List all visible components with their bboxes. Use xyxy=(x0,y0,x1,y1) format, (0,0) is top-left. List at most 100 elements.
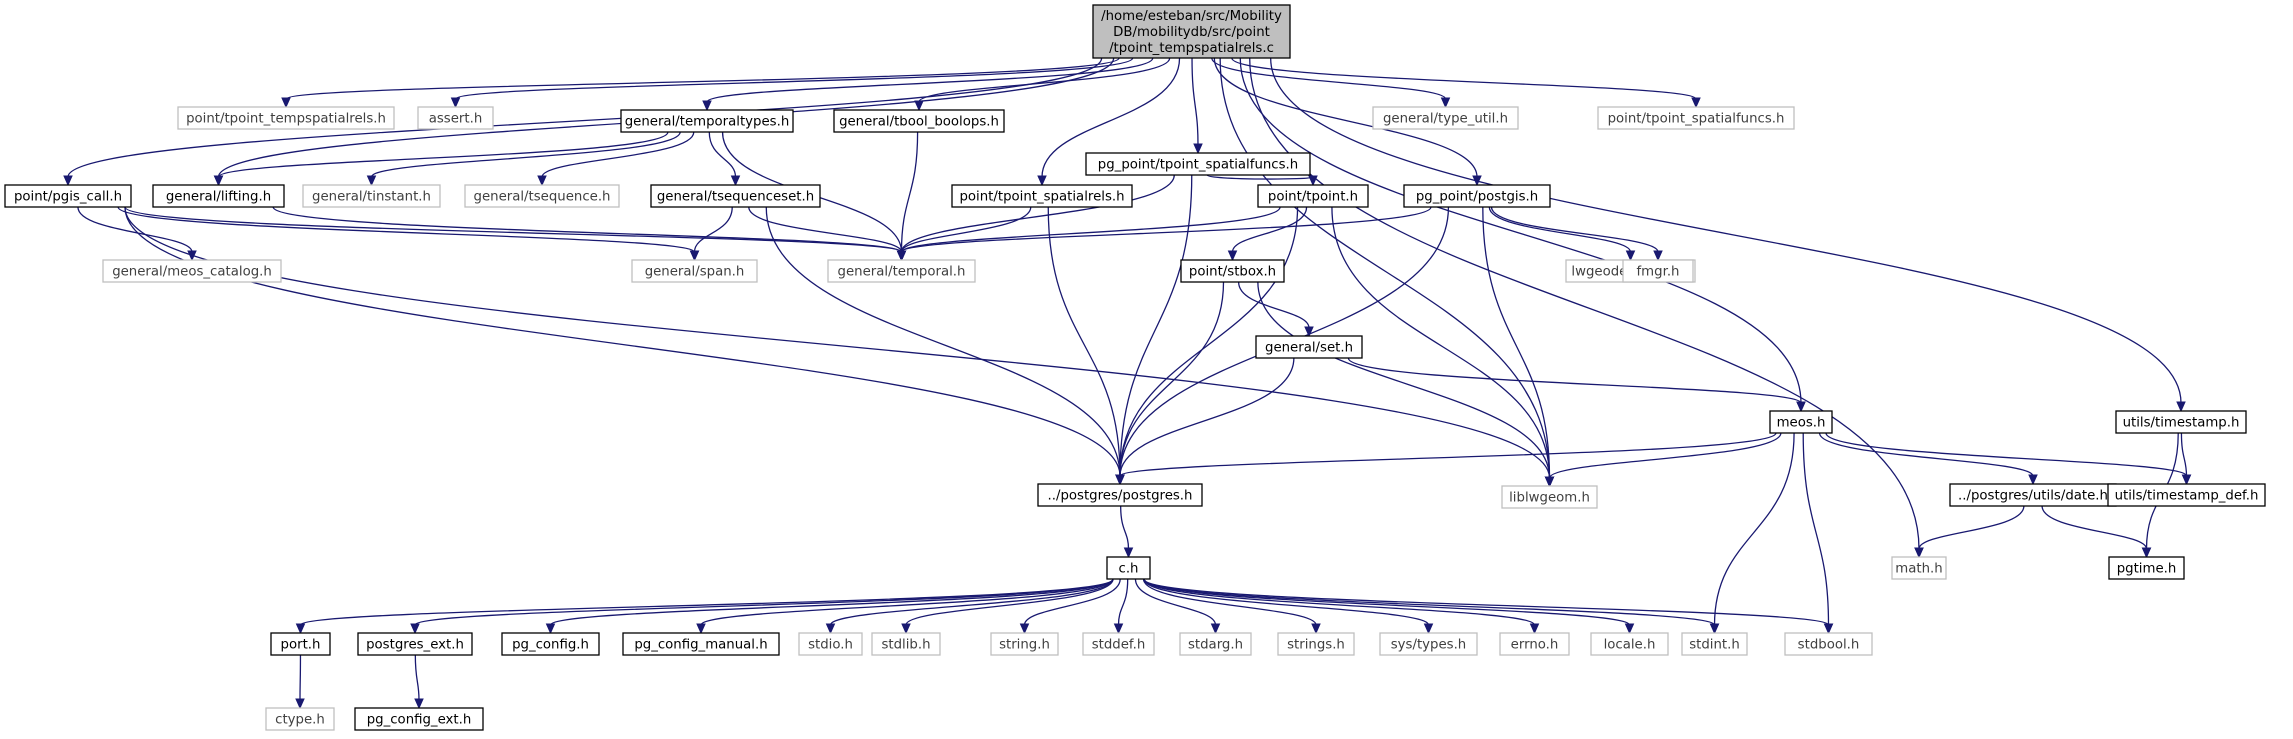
node-box xyxy=(302,184,441,208)
node-box xyxy=(990,632,1059,656)
edge-n_postgres-to-n_c xyxy=(1120,505,1134,559)
node-box xyxy=(1180,259,1285,283)
edge-n_c-to-n_port xyxy=(295,578,1114,635)
node-label: meos.h xyxy=(1777,416,1826,431)
file-node-utils-timestamp-def-h[interactable]: utils/timestamp_def.h xyxy=(2107,483,2266,507)
node-box xyxy=(833,109,1005,133)
node-box xyxy=(620,109,794,133)
node-label: utils/timestamp.h xyxy=(2123,416,2240,431)
edge-n_tpoint-to-n_temporal xyxy=(896,206,1281,262)
file-node-general-tsequence-h: general/tsequence.h xyxy=(464,184,620,208)
file-node-general-tbool-boolops-h[interactable]: general/tbool_boolops.h xyxy=(833,109,1005,133)
node-label: stdarg.h xyxy=(1188,638,1243,653)
file-node-postgres-ext-h[interactable]: postgres_ext.h xyxy=(357,632,473,656)
file-node-postgres-utils-date-h[interactable]: ../postgres/utils/date.h xyxy=(1949,483,2117,507)
file-node-liblwgeom-h: liblwgeom.h xyxy=(1501,485,1598,509)
edge-n_c-to-n_string xyxy=(1019,578,1121,635)
file-node-pg-point-postgis-h[interactable]: pg_point/postgis.h xyxy=(1403,184,1551,208)
node-box xyxy=(1784,632,1873,656)
node-label: general/temporaltypes.h xyxy=(625,115,790,130)
edge-n_c-to-n_stdlib xyxy=(901,578,1114,635)
file-node-general-span-h: general/span.h xyxy=(631,259,758,283)
file-node-pg-config-h[interactable]: pg_config.h xyxy=(501,632,600,656)
file-node-general-temporaltypes-h[interactable]: general/temporaltypes.h xyxy=(620,109,794,133)
file-nodes: /home/esteban/src/MobilityDB/mobilitydb/… xyxy=(4,4,2266,731)
file-node-general-lifting-h[interactable]: general/lifting.h xyxy=(152,184,285,208)
edge-n_temporaltypes-to-n_tinstant xyxy=(366,131,681,187)
file-node-general-type-util-h: general/type_util.h xyxy=(1372,106,1519,130)
file-node-assert-h: assert.h xyxy=(417,106,494,130)
file-node-pgtime-h[interactable]: pgtime.h xyxy=(2108,556,2185,580)
node-box xyxy=(1681,632,1748,656)
edge-root-to-n_temporaltypes xyxy=(702,57,1154,112)
node-label: ../postgres/postgres.h xyxy=(1048,489,1193,504)
edge-n_postgis-to-n_fmgr xyxy=(1490,206,1663,262)
node-label: liblwgeom.h xyxy=(1509,491,1590,506)
node-label: assert.h xyxy=(429,112,483,127)
node-box xyxy=(1372,106,1519,130)
node-label: pg_config.h xyxy=(512,638,589,653)
file-node-general-tsequenceset-h[interactable]: general/tsequenceset.h xyxy=(650,184,821,208)
edge-n_meos-to-n_date xyxy=(1818,432,2038,486)
edge-n_postgis-to-n_lwgeodetic xyxy=(1488,206,1636,262)
file-node-point-tpoint-spatialrels-h[interactable]: point/tpoint_spatialrels.h xyxy=(951,184,1133,208)
edge-n_pg_tsf-to-n_tpoint xyxy=(1206,174,1318,187)
node-box xyxy=(827,259,976,283)
node-label: utils/timestamp_def.h xyxy=(2115,489,2259,504)
node-box xyxy=(177,106,395,130)
edge-n_c-to-n_strings xyxy=(1142,578,1321,635)
file-node-stdio-h: stdio.h xyxy=(798,632,863,656)
file-node-pg-config-ext-h[interactable]: pg_config_ext.h xyxy=(354,707,484,731)
file-node-point-stbox-h[interactable]: point/stbox.h xyxy=(1180,259,1285,283)
file-node-point-tpoint-h[interactable]: point/tpoint.h xyxy=(1257,184,1369,208)
node-box xyxy=(622,632,780,656)
node-box xyxy=(798,632,863,656)
node-label: strings.h xyxy=(1287,638,1345,653)
node-box xyxy=(1769,410,1833,434)
file-node-c-h[interactable]: c.h xyxy=(1106,556,1151,580)
file-node-point-tpoint-tempspatialrels-h: point/tpoint_tempspatialrels.h xyxy=(177,106,395,130)
node-box xyxy=(1891,556,1947,580)
edge-n_temporaltypes-to-n_tsequence xyxy=(537,131,695,187)
edge-n_c-to-n_stdint xyxy=(1143,578,1720,635)
node-label: general/tinstant.h xyxy=(312,190,431,205)
node-label: point/pgis_call.h xyxy=(14,190,122,205)
edge-n_tsequenceset-to-n_span xyxy=(689,206,733,262)
node-box xyxy=(1106,556,1151,580)
edge-n_c-to-n_stdbool xyxy=(1143,578,1834,635)
node-label: general/tbool_boolops.h xyxy=(839,115,999,130)
file-node-utils-timestamp-h[interactable]: utils/timestamp.h xyxy=(2115,410,2247,434)
edge-n_tsr_h2-to-n_postgres xyxy=(1047,206,1125,486)
edge-n_temporaltypes-to-n_tsequenceset xyxy=(708,131,741,187)
node-label: general/set.h xyxy=(1265,341,1353,356)
node-box xyxy=(1085,152,1311,176)
node-box xyxy=(152,184,285,208)
edge-n_c-to-n_stddef xyxy=(1113,578,1129,635)
file-node-pg-config-manual-h[interactable]: pg_config_manual.h xyxy=(622,632,780,656)
node-box xyxy=(1092,4,1291,59)
file-node-pg-point-tpoint-spatialfuncs-h[interactable]: pg_point/tpoint_spatialfuncs.h xyxy=(1085,152,1311,176)
file-node-general-set-h[interactable]: general/set.h xyxy=(1255,335,1363,359)
root-file-node[interactable]: /home/esteban/src/MobilityDB/mobilitydb/… xyxy=(1092,4,1291,59)
edge-n_lifting-to-n_temporal xyxy=(272,206,907,262)
node-label: /home/esteban/src/Mobility xyxy=(1101,9,1282,24)
edge-n_tsequenceset-to-n_temporal xyxy=(748,206,907,262)
edge-root-to-n_assert xyxy=(450,57,1134,109)
edge-n_tpoint-to-n_liblwgeom xyxy=(1331,206,1555,488)
edge-n_port-to-n_ctype xyxy=(295,654,305,710)
node-label: pg_point/postgis.h xyxy=(1416,190,1538,205)
node-label: general/meos_catalog.h xyxy=(112,265,272,280)
edge-n_temporaltypes-to-n_lifting xyxy=(213,131,669,187)
file-node-locale-h: locale.h xyxy=(1590,632,1669,656)
node-box xyxy=(4,184,132,208)
file-node-postgres-postgres-h[interactable]: ../postgres/postgres.h xyxy=(1037,483,1203,507)
file-node-strings-h: strings.h xyxy=(1277,632,1355,656)
file-node-port-h[interactable]: port.h xyxy=(270,632,331,656)
edge-n_c-to-n_stdio xyxy=(825,578,1114,635)
file-node-meos-h[interactable]: meos.h xyxy=(1769,410,1833,434)
edge-root-to-n_timestamp xyxy=(1270,57,2186,413)
file-node-point-pgis-call-h[interactable]: point/pgis_call.h xyxy=(4,184,132,208)
edge-n_tsequenceset-to-n_postgres xyxy=(765,206,1125,486)
node-label: fmgr.h xyxy=(1637,265,1680,280)
